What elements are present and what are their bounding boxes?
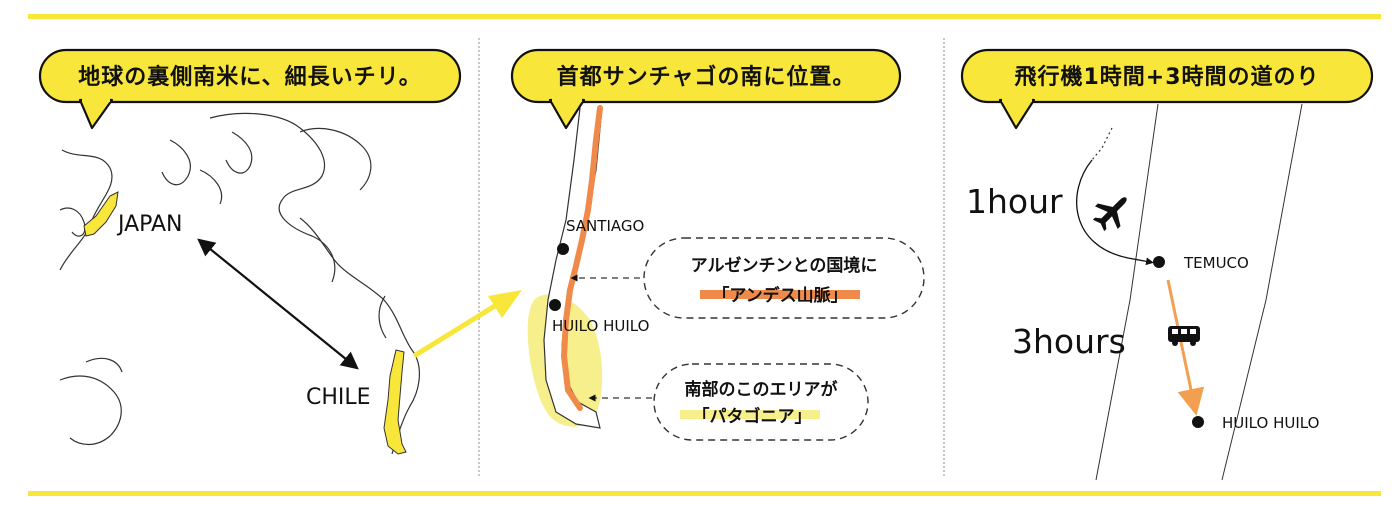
flight-path (1076, 159, 1154, 266)
note-andes-line2: 「アンデス山脈」 (712, 285, 847, 306)
huilo-dot-3 (1192, 416, 1204, 428)
panel-separator-1 (478, 38, 480, 476)
label-japan: JAPAN (116, 212, 183, 237)
label-santiago: SANTIAGO (566, 217, 644, 235)
leg-flight-duration: 1hour (966, 182, 1063, 221)
japan-chile-arrow (197, 238, 359, 370)
coast-line-right (1221, 103, 1303, 481)
top-rule (28, 14, 1381, 19)
label-chile: CHILE (306, 385, 371, 410)
label-temuco: TEMUCO (1183, 254, 1249, 272)
bus-icon (1168, 326, 1200, 346)
speech-bubble-3: 飛行機1時間+3時間の道のり (960, 48, 1374, 130)
bottom-rule (28, 491, 1381, 496)
temuco-dot (1153, 256, 1165, 268)
bubble-2-text: 首都サンチャゴの南に位置。 (557, 64, 856, 90)
note-patagonia: 南部のこのエリアが 「パタゴニア」 (588, 363, 869, 441)
panel-world-map: JAPAN CHILE 地球の裏側南米に、細長いチリ。 (38, 48, 522, 455)
note-patagonia-line2: 「パタゴニア」 (693, 406, 812, 427)
note-andes: アルゼンチンとの国境に 「アンデス山脈」 (570, 237, 925, 319)
japan-shape (83, 191, 119, 237)
note-andes-line1: アルゼンチンとの国境に (691, 255, 878, 276)
label-huilo-3: HUILO HUILO (1222, 414, 1319, 432)
bubble-3-text: 飛行機1時間+3時間の道のり (1014, 64, 1319, 90)
label-huilo-2: HUILO HUILO (552, 317, 649, 335)
speech-bubble-2: 首都サンチャゴの南に位置。 (510, 48, 902, 130)
leg-drive-duration: 3hours (1012, 322, 1126, 361)
panel-separator-2 (943, 38, 945, 476)
panel-route: TEMUCO HUILO HUILO 1hour 3hours 飛行機1時間+3… (960, 48, 1374, 481)
andes-line (560, 105, 603, 411)
zoom-in-arrowhead (488, 290, 522, 318)
chile-shape (383, 349, 407, 455)
coast-line-left (1095, 103, 1159, 481)
santiago-dot (557, 243, 569, 255)
world-coastlines (59, 112, 420, 455)
bubble-1-text: 地球の裏側南米に、細長いチリ。 (78, 64, 421, 90)
huilo-dot (549, 299, 561, 311)
airplane-icon (1092, 197, 1127, 232)
speech-bubble-1: 地球の裏側南米に、細長いチリ。 (38, 48, 462, 130)
panel-chile-detail: SANTIAGO HUILO HUILO アルゼンチンとの国境に 「アンデス山脈… (510, 48, 925, 441)
note-patagonia-line1: 南部のこのエリアが (685, 379, 838, 400)
zoom-in-arrow (412, 301, 500, 359)
flight-path-dotted (1091, 127, 1113, 161)
